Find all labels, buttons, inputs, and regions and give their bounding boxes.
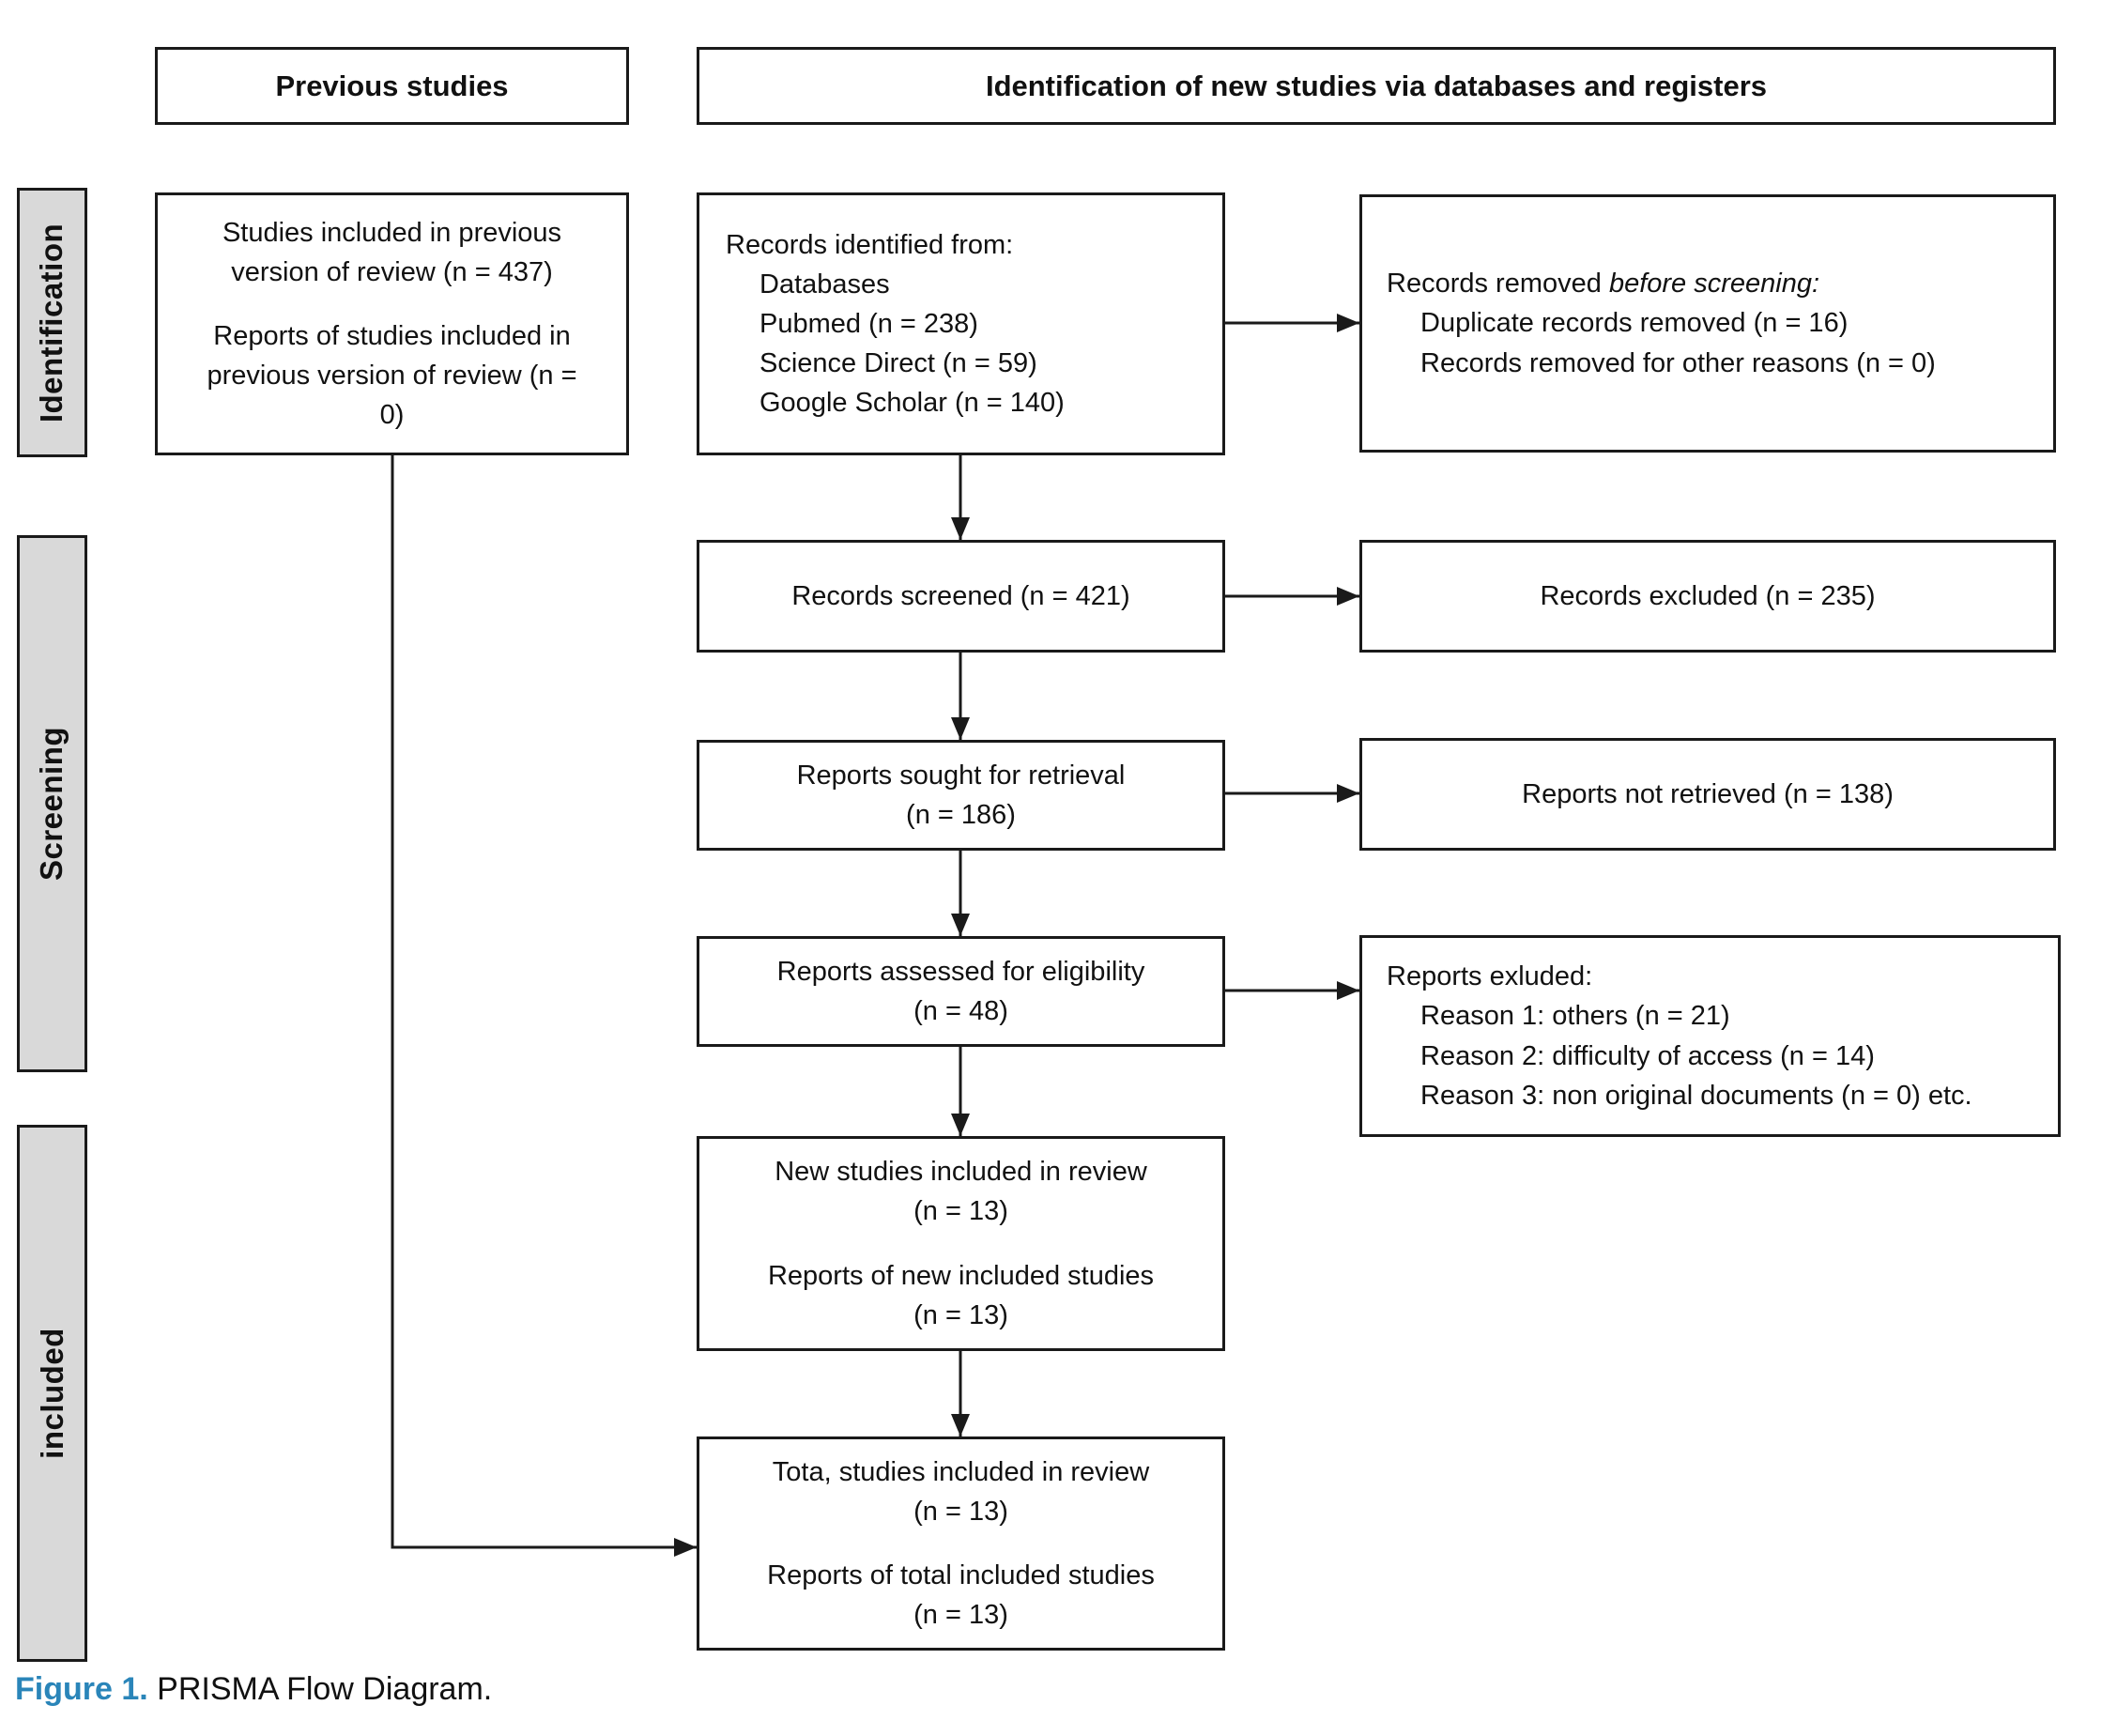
box-reports-not-retrieved: Reports not retrieved (n = 138) — [1359, 738, 2056, 851]
records-identified-item: Databases — [759, 269, 890, 300]
header-identification-new-studies: Identification of new studies via databa… — [697, 47, 2056, 125]
records-removed-title-italic: before screening: — [1608, 269, 1820, 300]
stage-tab-identification: Identification — [17, 188, 87, 457]
box-new-studies: New studies included in review (n = 13) … — [697, 1136, 1225, 1351]
records-identified-item: Google Scholar (n = 140) — [759, 388, 1065, 419]
figure-caption-text: PRISMA Flow Diagram. — [147, 1671, 493, 1707]
new-studies-para1-line2: (n = 13) — [913, 1196, 1008, 1227]
records-excluded-text: Records excluded (n = 235) — [1540, 580, 1876, 611]
records-identified-title: Records identified from: — [726, 229, 1014, 260]
reports-excluded-title: Reports exluded: — [1387, 961, 1593, 992]
header-identification-new-studies-label: Identification of new studies via databa… — [985, 69, 1768, 102]
stage-tab-identification-label: Identification — [34, 223, 69, 422]
box-records-screened: Records screened (n = 421) — [697, 540, 1225, 653]
records-removed-item: Duplicate records removed (n = 16) — [1420, 308, 1849, 339]
records-removed-item: Records removed for other reasons (n = 0… — [1420, 347, 1936, 378]
previous-studies-para1: Studies included in previous version of … — [222, 217, 562, 287]
box-records-identified: Records identified from: Databases Pubme… — [697, 192, 1225, 455]
records-removed-title: Records removed before screening: — [1387, 264, 2029, 303]
records-removed-title-normal: Records removed — [1387, 269, 1609, 300]
box-records-removed: Records removed before screening: Duplic… — [1359, 194, 2056, 453]
previous-studies-para2: Reports of studies included in previous … — [207, 320, 577, 431]
total-studies-para1-line2: (n = 13) — [913, 1496, 1008, 1527]
figure-caption-label: Figure 1. — [15, 1671, 148, 1707]
new-studies-para2-line2: (n = 13) — [913, 1299, 1008, 1330]
header-previous-studies-label: Previous studies — [275, 69, 509, 102]
reports-excluded-item: Reason 2: difficulty of access (n = 14) — [1420, 1040, 1875, 1071]
box-reports-sought: Reports sought for retrieval (n = 186) — [697, 740, 1225, 851]
box-reports-assessed: Reports assessed for eligibility (n = 48… — [697, 936, 1225, 1047]
header-previous-studies: Previous studies — [155, 47, 629, 125]
stage-tab-included: included — [17, 1125, 87, 1662]
reports-not-retrieved-text: Reports not retrieved (n = 138) — [1522, 778, 1894, 809]
stage-tab-included-label: included — [34, 1328, 69, 1459]
reports-sought-line2: (n = 186) — [906, 800, 1016, 830]
figure-caption: Figure 1. PRISMA Flow Diagram. — [15, 1671, 492, 1708]
records-screened-text: Records screened (n = 421) — [791, 580, 1130, 611]
records-identified-item: Pubmed (n = 238) — [759, 308, 978, 339]
box-records-excluded: Records excluded (n = 235) — [1359, 540, 2056, 653]
total-studies-para1-line1: Tota, studies included in review — [772, 1456, 1150, 1487]
box-total-studies: Tota, studies included in review (n = 13… — [697, 1436, 1225, 1651]
reports-excluded-item: Reason 3: non original documents (n = 0)… — [1420, 1080, 1972, 1111]
total-studies-para2-line2: (n = 13) — [913, 1600, 1008, 1631]
stage-tab-screening: Screening — [17, 535, 87, 1072]
reports-sought-line1: Reports sought for retrieval — [796, 760, 1126, 791]
arrow-previous-to-total — [391, 455, 697, 1557]
reports-excluded-item: Reason 1: others (n = 21) — [1420, 1001, 1730, 1032]
new-studies-para2-line1: Reports of new included studies — [767, 1260, 1155, 1291]
stage-tab-screening-label: Screening — [34, 726, 69, 882]
records-identified-item: Science Direct (n = 59) — [759, 348, 1037, 379]
box-reports-excluded: Reports exluded: Reason 1: others (n = 2… — [1359, 935, 2061, 1137]
box-previous-studies: Studies included in previous version of … — [155, 192, 629, 455]
reports-assessed-line2: (n = 48) — [913, 996, 1008, 1026]
total-studies-para2-line1: Reports of total included studies — [767, 1560, 1155, 1590]
reports-assessed-line1: Reports assessed for eligibility — [776, 956, 1145, 987]
new-studies-para1-line1: New studies included in review — [775, 1157, 1147, 1188]
